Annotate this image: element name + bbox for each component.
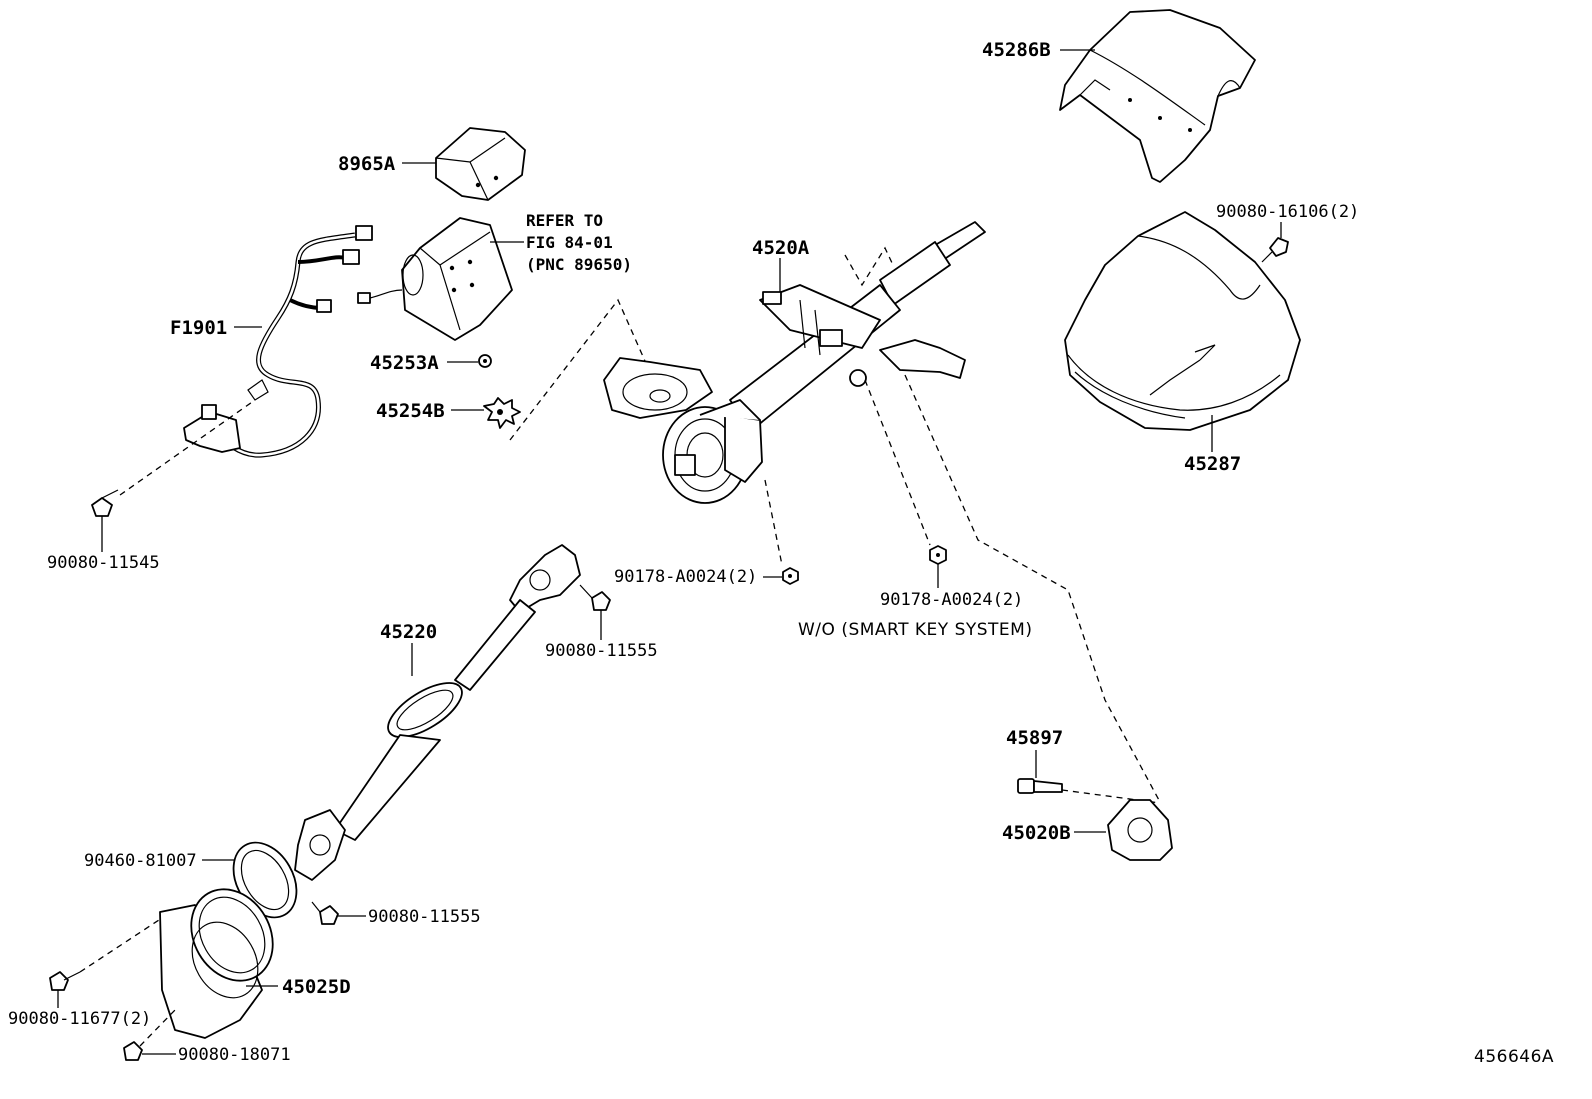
label-45254b: 45254B	[376, 400, 445, 422]
label-f1901: F1901	[170, 317, 227, 339]
switch-8965a	[435, 127, 526, 201]
lower-column-cover-45287	[1064, 211, 1301, 431]
label-45025d: 45025D	[282, 976, 351, 998]
label-90178-a0024-right: 90178-A0024(2)	[880, 590, 1023, 610]
bolt-90080-11555-lower	[311, 901, 339, 925]
label-45253a: 45253A	[370, 352, 439, 374]
label-8965a: 8965A	[338, 153, 396, 175]
intermediate-shaft-45220	[294, 544, 581, 881]
label-45287: 45287	[1184, 453, 1241, 475]
screw-90080-16106	[1261, 237, 1289, 263]
label-90080-18071: 90080-18071	[178, 1045, 291, 1065]
label-45020b: 45020B	[1002, 822, 1071, 844]
clamp-45020b	[1107, 799, 1173, 861]
bolt-90080-11677	[49, 971, 81, 991]
bolt-90080-11555-upper	[579, 584, 611, 611]
retainer-45254b	[483, 397, 521, 429]
bolt-90080-18071	[123, 1041, 143, 1061]
nut-90178-a0024-left	[782, 567, 799, 585]
refer-note-line1: REFER TO	[526, 211, 603, 230]
note-without-smart-key: W/O (SMART KEY SYSTEM)	[798, 620, 1032, 640]
wire-harness-f1901	[183, 225, 373, 458]
label-90080-11555-upper: 90080-11555	[545, 641, 658, 661]
label-45220: 45220	[380, 621, 437, 643]
label-90080-16106: 90080-16106(2)	[1216, 202, 1359, 222]
refer-note-line3: (PNC 89650)	[526, 255, 632, 274]
refer-note-line2: FIG 84-01	[526, 233, 613, 252]
bolt-90080-11545	[91, 489, 119, 517]
label-45286b: 45286B	[982, 39, 1051, 61]
label-4520a: 4520A	[752, 237, 810, 259]
label-90178-a0024-left: 90178-A0024(2)	[614, 567, 757, 587]
screw-45897	[1017, 778, 1063, 794]
retainer-45253a	[478, 354, 492, 368]
nut-90178-a0024-right	[929, 545, 947, 565]
label-45897: 45897	[1006, 727, 1063, 749]
label-90080-11545: 90080-11545	[47, 553, 160, 573]
label-90460-81007: 90460-81007	[84, 851, 197, 871]
steering-column-assy-4520a	[603, 221, 986, 504]
transponder-key-amplifier	[357, 217, 513, 341]
figure-id: 456646A	[1474, 1047, 1554, 1067]
label-90080-11555-lower: 90080-11555	[368, 907, 481, 927]
label-90080-11677: 90080-11677(2)	[8, 1009, 151, 1029]
upper-column-cover-45286b	[1059, 9, 1256, 183]
hole-cover-45025d	[159, 888, 274, 1039]
